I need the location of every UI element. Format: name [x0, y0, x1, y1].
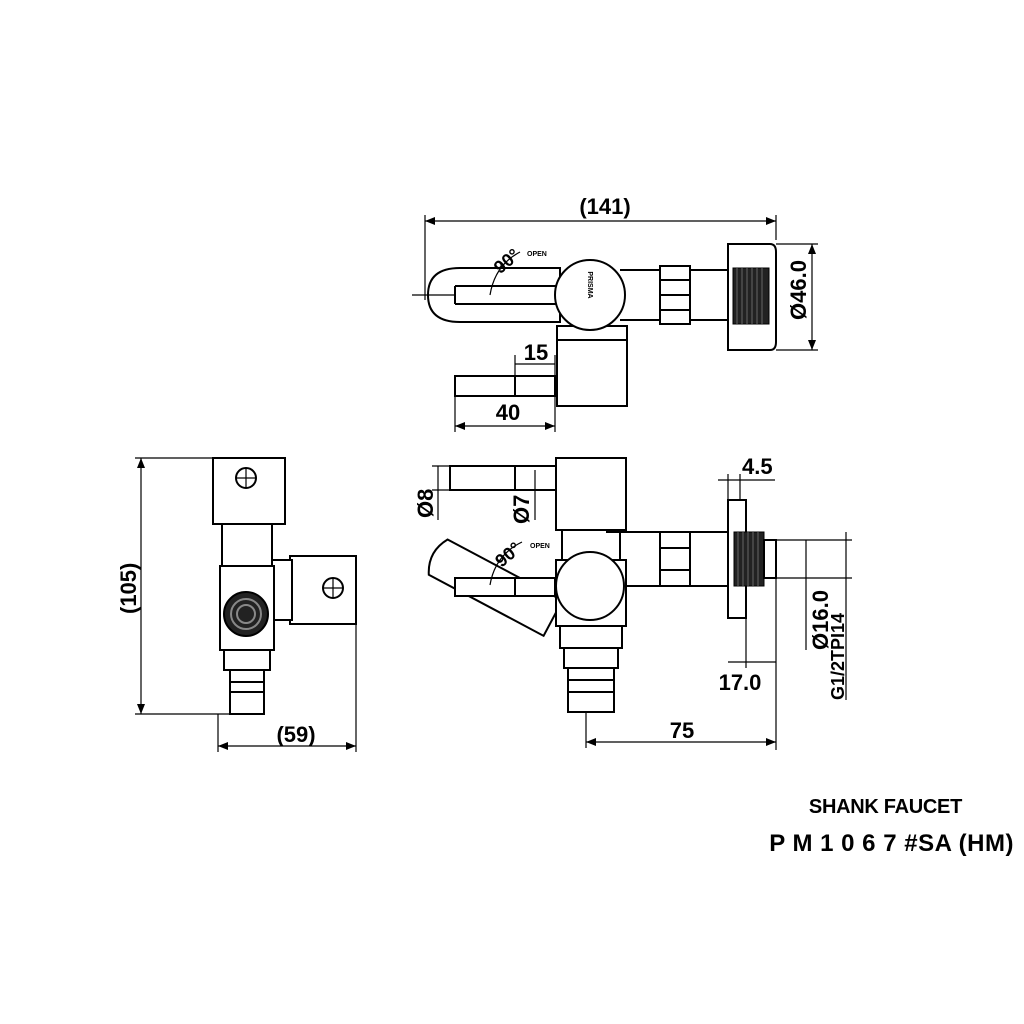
- dim-141: (141): [424, 194, 777, 300]
- dim-40: 40: [454, 396, 556, 432]
- dim-15-label: 15: [524, 340, 548, 365]
- dim-4-5-label: 4.5: [742, 454, 773, 479]
- dim-59-label: (59): [276, 722, 315, 747]
- dim-75-label: 75: [670, 718, 694, 743]
- thread-spec-label: G1/2TPI14: [828, 613, 848, 700]
- dim-17-label: 17.0: [719, 670, 762, 695]
- dim-7-label: Ø7: [509, 495, 534, 524]
- dim-16-label: Ø16.0: [808, 590, 833, 650]
- dim-15: 15: [514, 340, 556, 376]
- open-label-front: OPEN: [530, 543, 550, 550]
- dim-105: (105): [116, 457, 230, 715]
- dim-59: (59): [217, 624, 357, 752]
- front-view: Ø8 Ø7 4.5: [413, 454, 852, 750]
- dim-141-label: (141): [579, 194, 630, 219]
- side-view: (105) (59): [116, 457, 357, 752]
- angle-label-top: 90°: [490, 245, 524, 278]
- brand-label: PRISMA: [586, 271, 593, 298]
- dim-8-label: Ø8: [413, 489, 438, 518]
- dim-40-label: 40: [496, 400, 520, 425]
- dim-105-label: (105): [116, 563, 141, 614]
- model-number: P M 1 0 6 7 #SA (HM): [769, 830, 1014, 857]
- top-view: (141) 90° OPEN PRISMA: [412, 194, 818, 432]
- lever-top: [426, 267, 561, 323]
- dim-46: Ø46.0: [776, 243, 818, 351]
- product-title: SHANK FAUCET: [808, 796, 962, 818]
- open-label-top: OPEN: [527, 251, 547, 258]
- dim-75: 75: [585, 712, 776, 748]
- dim-4-5: 4.5: [718, 454, 775, 500]
- dim-46-label: Ø46.0: [786, 260, 811, 320]
